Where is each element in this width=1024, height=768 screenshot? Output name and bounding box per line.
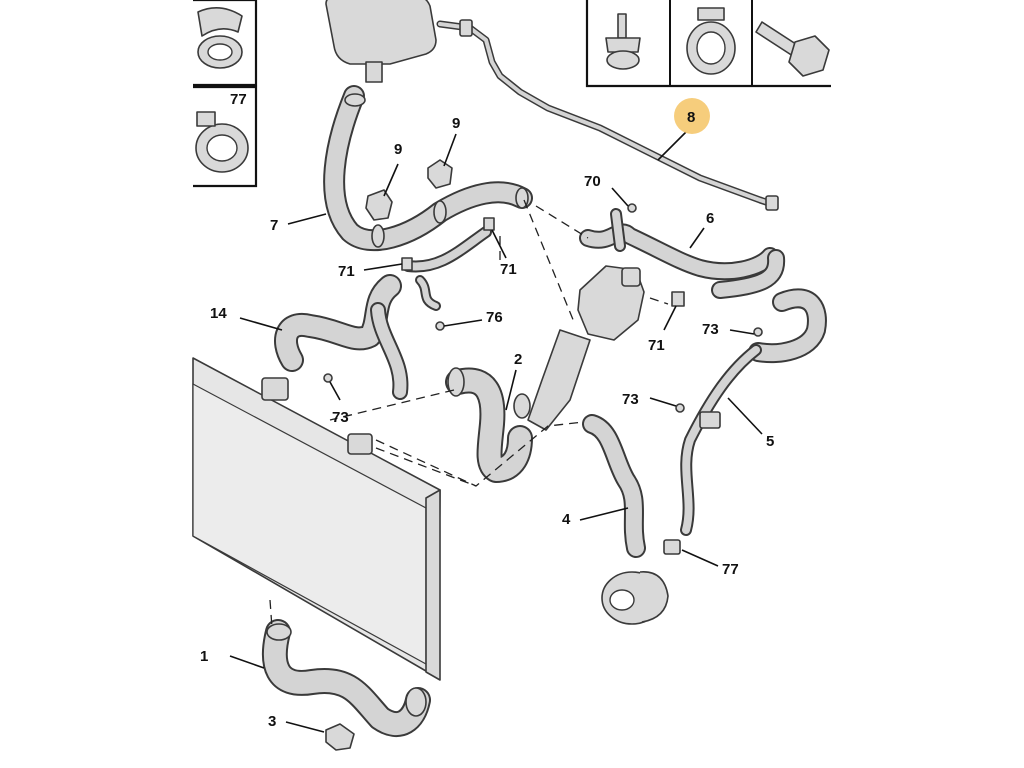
callout-76: 76 [486, 309, 503, 326]
clip-9-left [365, 189, 393, 221]
callout-labels: 1 2 3 4 5 6 7 8 9 9 14 70 71 71 71 73 73… [200, 109, 774, 730]
fastener-71-mid [671, 291, 685, 307]
flange-bolt-icon [605, 13, 641, 70]
fastener-73-right-upper [753, 327, 763, 337]
callout-73-upper: 73 [702, 321, 719, 338]
callout-77: 77 [722, 561, 739, 578]
dashed-assembly-lines [269, 199, 669, 629]
callout-9-right: 9 [452, 115, 460, 132]
callout-8: 8 [687, 109, 695, 126]
callout-3: 3 [268, 713, 276, 730]
clip-9-right [427, 159, 453, 189]
callout-5: 5 [766, 433, 774, 450]
inset-box-hardware-top [585, 0, 831, 88]
fastener-71-upper-left [401, 257, 413, 271]
callout-1: 1 [200, 648, 208, 665]
inset-label-77: 77 [230, 91, 247, 108]
inset-box-clamp-77: 77 [193, 85, 258, 188]
fastener-71-upper-right [483, 217, 495, 231]
heat-exchanger [601, 571, 669, 625]
callout-6: 6 [706, 210, 714, 227]
callout-71-mid: 71 [648, 337, 665, 354]
fastener-73-left [323, 373, 333, 383]
leader-lines [229, 131, 763, 733]
clip-3 [325, 723, 355, 751]
hose-14 [274, 226, 492, 400]
callout-70: 70 [584, 173, 601, 190]
thermostat-housing [513, 265, 645, 431]
hose-2 [445, 367, 533, 483]
hose-7 [323, 85, 533, 252]
callout-4: 4 [562, 511, 571, 528]
inset-box-clamp-top [193, 0, 258, 87]
hose-1 [262, 619, 431, 737]
callout-71-left: 71 [338, 263, 355, 280]
left-margin [0, 0, 193, 768]
callout-73-lower: 73 [622, 391, 639, 408]
screw-icon [755, 21, 830, 77]
fastener-77-clamp [663, 539, 681, 555]
callout-7: 7 [270, 217, 278, 234]
hose-clamp-icon [686, 7, 736, 75]
callout-14: 14 [210, 305, 227, 322]
hose-6 [579, 208, 786, 299]
expansion-tank [325, 0, 437, 83]
callout-73-left: 73 [332, 409, 349, 426]
radiator [192, 357, 441, 681]
fastener-70 [627, 203, 637, 213]
right-margin [831, 0, 1024, 768]
callout-8-highlight [674, 98, 710, 134]
fastener-73-right-lower [675, 403, 685, 413]
callout-9-left: 9 [394, 141, 402, 158]
fastener-76 [435, 321, 445, 331]
callout-71-right: 71 [500, 261, 517, 278]
callout-2: 2 [514, 351, 522, 368]
hose-5 [680, 288, 827, 536]
hose-4 [582, 414, 646, 558]
bleed-pipe-8 [436, 19, 779, 211]
